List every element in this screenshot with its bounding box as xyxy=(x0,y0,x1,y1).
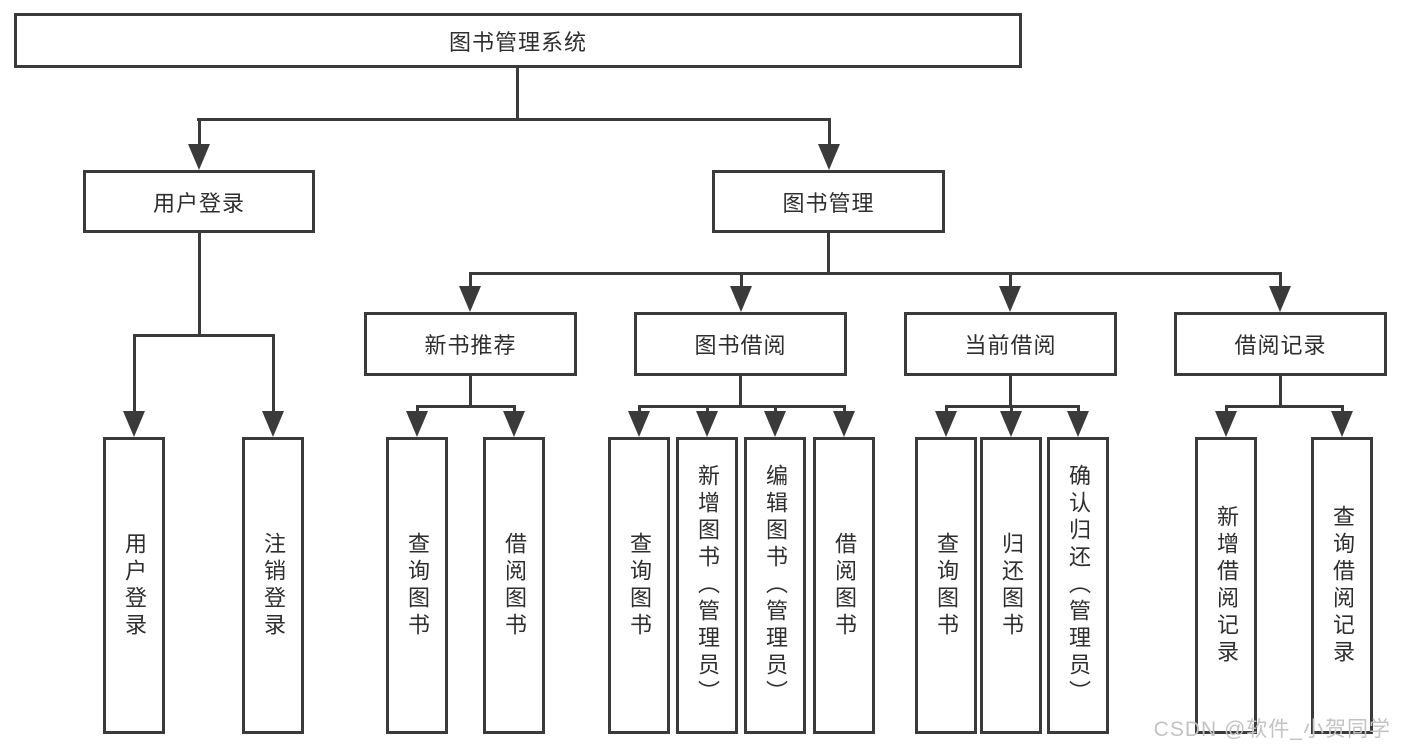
connector-borrow-records-drop-2 xyxy=(1341,405,1344,415)
connector-book-mgmt-stem xyxy=(827,233,830,272)
node-library-management-system: 图书管理系统 xyxy=(14,13,1022,68)
leaf-logout: 注销登录 xyxy=(242,437,304,734)
arrowhead-icon xyxy=(459,286,481,312)
arrowhead-icon xyxy=(730,286,752,312)
arrowhead-icon xyxy=(1331,411,1353,437)
arrowhead-icon xyxy=(1067,411,1089,437)
leaf-query-books-recommend: 查询图书 xyxy=(386,437,448,734)
node-label: 当前借阅 xyxy=(964,333,1057,358)
leaf-label: 确认归还（管理员） xyxy=(1066,464,1091,707)
node-book-management: 图书管理 xyxy=(712,170,945,233)
connector-current-borrow-drop-2 xyxy=(1010,405,1013,415)
node-label: 用户登录 xyxy=(152,190,245,216)
connector-new-book-bar xyxy=(416,405,516,408)
connector-user-login-drop-2 xyxy=(272,334,275,415)
node-label: 借阅记录 xyxy=(1234,333,1327,358)
arrowhead-icon xyxy=(1215,411,1237,437)
connector-book-borrow-drop-1 xyxy=(638,405,641,415)
node-label: 图书借阅 xyxy=(694,333,787,358)
connector-book-borrow-bar xyxy=(638,405,846,408)
connector-book-mgmt-drop-4 xyxy=(1279,272,1282,292)
connector-root-drop-right xyxy=(828,118,831,148)
connector-book-borrow-drop-4 xyxy=(843,405,846,415)
leaf-label: 借阅图书 xyxy=(502,531,527,640)
arrowhead-icon xyxy=(628,411,650,437)
leaf-label: 编辑图书（管理员） xyxy=(763,464,788,707)
arrowhead-icon xyxy=(818,144,840,170)
leaf-label: 注销登录 xyxy=(261,531,286,640)
leaf-user-login: 用户登录 xyxy=(103,437,165,734)
arrowhead-icon xyxy=(503,411,525,437)
leaf-add-borrow-record: 新增借阅记录 xyxy=(1195,437,1257,734)
leaf-label: 用户登录 xyxy=(122,531,147,640)
connector-borrow-records-drop-1 xyxy=(1225,405,1228,415)
node-borrow-records: 借阅记录 xyxy=(1174,312,1387,376)
connector-book-mgmt-drop-3 xyxy=(1009,272,1012,292)
csdn-watermark: CSDN @软件_小贺同学 xyxy=(1153,718,1391,741)
connector-book-mgmt-drop-2 xyxy=(740,272,743,292)
leaf-borrow-books-recommend: 借阅图书 xyxy=(483,437,545,734)
leaf-confirm-return-admin: 确认归还（管理员） xyxy=(1047,437,1109,734)
node-label: 图书管理系统 xyxy=(448,29,587,55)
arrowhead-icon xyxy=(999,286,1021,312)
leaf-label: 查询图书 xyxy=(934,531,959,640)
leaf-query-borrow-record: 查询借阅记录 xyxy=(1311,437,1373,734)
connector-book-mgmt-drop-1 xyxy=(469,272,472,292)
node-label: 图书管理 xyxy=(782,190,875,216)
leaf-label: 借阅图书 xyxy=(832,531,857,640)
leaf-label: 查询图书 xyxy=(405,531,430,640)
arrowhead-icon xyxy=(833,411,855,437)
node-user-login: 用户登录 xyxy=(83,170,315,233)
connector-book-mgmt-bar xyxy=(469,272,1281,275)
leaf-query-books-current: 查询图书 xyxy=(915,437,977,734)
leaf-query-books-borrow: 查询图书 xyxy=(608,437,670,734)
leaf-label: 新增图书（管理员） xyxy=(695,464,720,707)
leaf-label: 归还图书 xyxy=(999,531,1024,640)
connector-current-borrow-drop-1 xyxy=(945,405,948,415)
node-book-borrow: 图书借阅 xyxy=(634,312,847,376)
arrowhead-icon xyxy=(188,144,210,170)
connector-new-book-drop-2 xyxy=(513,405,516,415)
arrowhead-icon xyxy=(262,411,284,437)
leaf-add-books-admin: 新增图书（管理员） xyxy=(676,437,738,734)
connector-user-login-bar xyxy=(133,334,275,337)
connector-user-login-stem xyxy=(198,233,201,334)
node-label: 新书推荐 xyxy=(424,333,517,358)
connector-book-borrow-stem xyxy=(739,376,742,405)
connector-book-borrow-drop-3 xyxy=(774,405,777,415)
arrowhead-icon xyxy=(935,411,957,437)
arrowhead-icon xyxy=(696,411,718,437)
leaf-label: 查询借阅记录 xyxy=(1330,504,1355,667)
arrowhead-icon xyxy=(406,411,428,437)
connector-book-borrow-drop-2 xyxy=(706,405,709,415)
node-new-book-recommend: 新书推荐 xyxy=(364,312,577,376)
node-current-borrow: 当前借阅 xyxy=(904,312,1117,376)
leaf-label: 查询图书 xyxy=(627,531,652,640)
connector-borrow-records-bar xyxy=(1225,405,1344,408)
connector-current-borrow-drop-3 xyxy=(1077,405,1080,415)
connector-root-bar xyxy=(197,118,831,121)
connector-new-book-drop-1 xyxy=(416,405,419,415)
arrowhead-icon xyxy=(1269,286,1291,312)
connector-borrow-records-stem xyxy=(1279,376,1282,405)
connector-current-borrow-stem xyxy=(1009,376,1012,405)
connector-new-book-stem xyxy=(469,376,472,405)
connector-root-stem xyxy=(516,68,519,118)
connector-root-drop-left xyxy=(198,118,201,148)
leaf-borrow-books: 借阅图书 xyxy=(813,437,875,734)
leaf-edit-books-admin: 编辑图书（管理员） xyxy=(744,437,806,734)
arrowhead-icon xyxy=(123,411,145,437)
leaf-return-books: 归还图书 xyxy=(980,437,1042,734)
arrowhead-icon xyxy=(1000,411,1022,437)
connector-user-login-drop-1 xyxy=(133,334,136,415)
arrowhead-icon xyxy=(764,411,786,437)
leaf-label: 新增借阅记录 xyxy=(1214,504,1239,667)
